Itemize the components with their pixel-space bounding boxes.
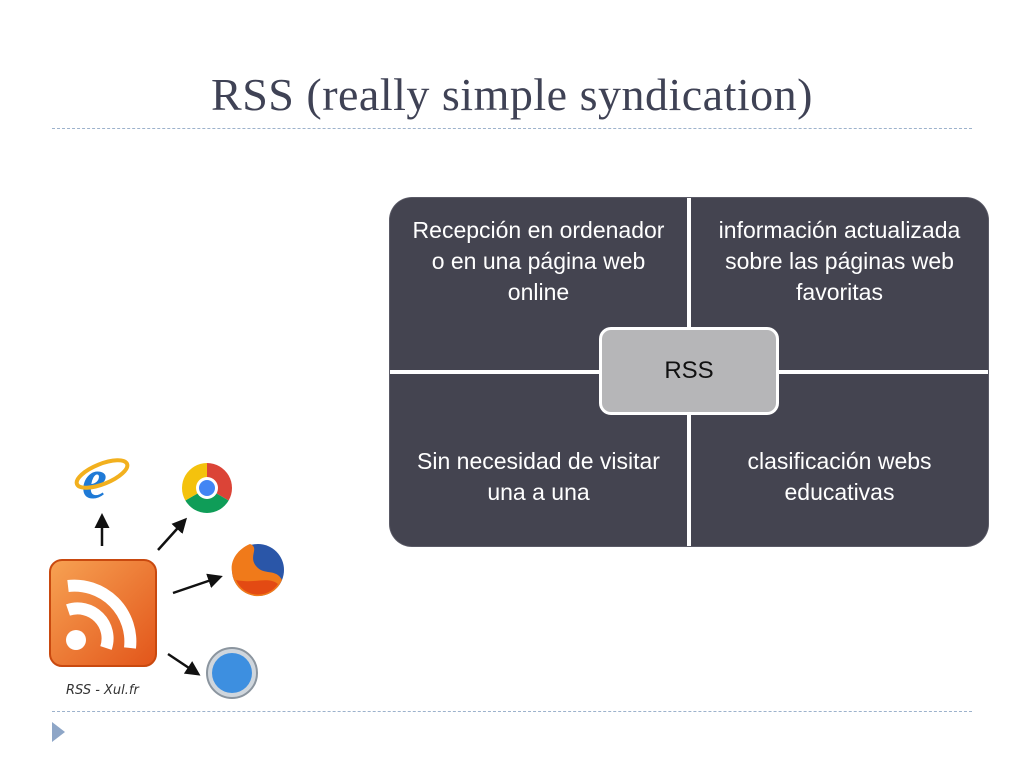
footer-divider bbox=[52, 711, 972, 712]
quadrant-top-right: información actualizada sobre las página… bbox=[691, 198, 988, 370]
svg-text:e: e bbox=[82, 449, 107, 511]
safari-icon bbox=[206, 647, 258, 699]
matrix-diagram: Recepción en ordenador o en una página w… bbox=[390, 198, 988, 546]
firefox-icon bbox=[231, 544, 284, 597]
arrow-to-firefox bbox=[172, 573, 223, 595]
chrome-icon bbox=[182, 463, 232, 513]
center-node: RSS bbox=[599, 327, 779, 415]
arrow-to-chrome bbox=[157, 517, 188, 551]
quadrant-bottom-right: clasificación webs educativas bbox=[691, 374, 988, 546]
arrow-to-safari bbox=[167, 652, 201, 676]
rss-browsers-illustration: e RSS - Xul.fr bbox=[40, 440, 300, 710]
internet-explorer-icon: e bbox=[74, 449, 130, 511]
slide-bullet-arrow-icon bbox=[52, 722, 65, 742]
slide-title: RSS (really simple syndication) bbox=[211, 69, 813, 120]
illustration-graphic: e bbox=[49, 449, 284, 699]
quadrant-top-left: Recepción en ordenador o en una página w… bbox=[390, 198, 687, 370]
rss-feed-icon bbox=[49, 559, 157, 667]
title-divider bbox=[52, 128, 972, 129]
illustration-caption: RSS - Xul.fr bbox=[66, 683, 139, 698]
